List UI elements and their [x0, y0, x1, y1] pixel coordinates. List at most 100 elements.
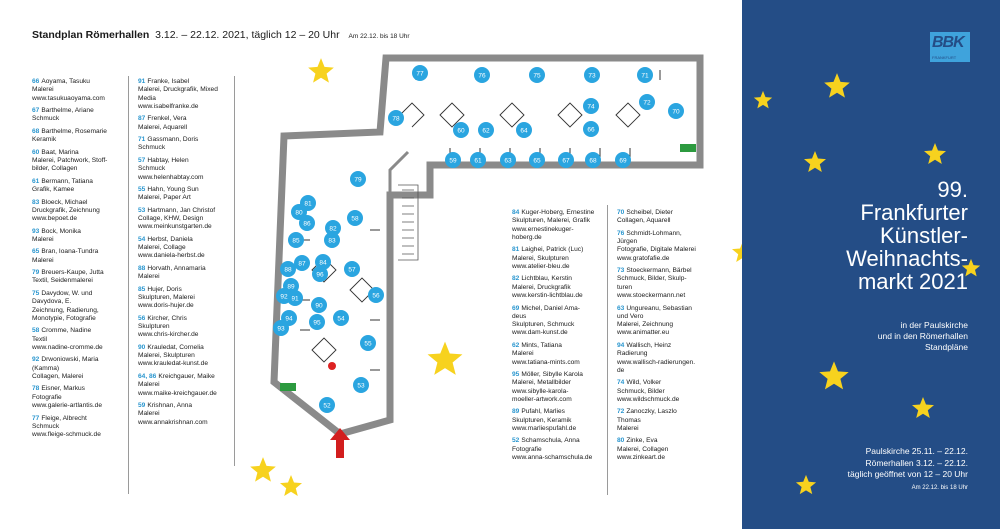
- booth-label: 58: [351, 215, 359, 222]
- booth-circle: [309, 314, 325, 330]
- booth-number: 73: [617, 267, 625, 275]
- booth-label: 79: [354, 176, 362, 183]
- exhibitor-detail: www.annakrishnan.com: [138, 418, 208, 426]
- exhibitor-detail: Malerei, Zeichnung: [617, 321, 674, 329]
- exhibitor-name: Michel, Daniel Ama-: [521, 304, 580, 312]
- booth-80: 80: [291, 204, 307, 220]
- booth-number: 63: [617, 304, 625, 312]
- booth-circle: [324, 232, 340, 248]
- booth-number: 53: [138, 206, 146, 214]
- booth-circle: [291, 204, 307, 220]
- exhibitor-detail: de: [617, 366, 625, 374]
- star-icon: [308, 58, 334, 83]
- exhibitor-name: Krauledat, Cornelia: [147, 343, 204, 351]
- exhibitor-name: Barthelme, Ariane: [41, 107, 94, 115]
- booth-73: 73: [584, 67, 600, 83]
- booth-circle: [299, 215, 315, 231]
- exhibitor-detail: Textil: [32, 335, 48, 343]
- booth-circle: [478, 122, 494, 138]
- exhibitor-name: Zanoczky, Laszlo: [626, 408, 677, 416]
- exhibitor-detail: deus: [512, 312, 527, 320]
- booth-number: 77: [32, 414, 40, 422]
- booth-number: 80: [617, 437, 625, 445]
- booth-label: 57: [348, 266, 356, 273]
- booth-83: 83: [324, 232, 340, 248]
- exhibitor-name: Schmidt-Lohmann,: [626, 229, 682, 237]
- booth-label: 94: [285, 315, 293, 322]
- booth-number: 71: [138, 136, 146, 144]
- booth-number: 85: [138, 285, 146, 293]
- booth-label: 83: [328, 237, 336, 244]
- booth-circle: [637, 67, 653, 83]
- exhibitor-name: Kircher, Chris: [147, 314, 187, 322]
- booth-92: 92: [276, 288, 292, 304]
- exhibitor-name: Hahn, Young Sun: [147, 186, 199, 194]
- booth-label: 67: [562, 157, 570, 164]
- booth-72: 72: [639, 94, 655, 110]
- exhibitor-name: Gassmann, Doris: [147, 136, 199, 144]
- booth-label: 71: [641, 72, 649, 79]
- booth-label: 72: [643, 99, 651, 106]
- exhibitor-name: Barthelme, Rosemarie: [41, 127, 107, 135]
- exhibitor-detail: www.gratofafie.de: [617, 254, 670, 262]
- star-icon: [753, 90, 773, 109]
- booth-number: 91: [138, 78, 146, 85]
- exhibitor-detail: www.dam-kunst.de: [512, 329, 568, 337]
- booth-number: 72: [617, 408, 625, 416]
- booth-label: 73: [588, 72, 596, 79]
- exhibitor-name: Bloeck, Michael: [41, 198, 88, 206]
- booth-label: 64: [520, 127, 528, 134]
- exhibitor-detail: www.isabelfranke.de: [138, 102, 199, 110]
- booth-label: 95: [313, 319, 321, 326]
- booth-circle: [583, 121, 599, 137]
- exhibitor-name: Hujer, Doris: [147, 285, 182, 293]
- display-stands: [311, 102, 641, 363]
- exhibitor-detail: Schmuck: [138, 144, 166, 152]
- exhibitor-name: Bock, Monika: [41, 227, 81, 235]
- booth-62: 62: [478, 122, 494, 138]
- booth-86: 86: [299, 215, 315, 231]
- booth-78: 78: [388, 110, 404, 126]
- exhibitor-detail: Malerei: [32, 86, 54, 94]
- exhibitor-detail: Malerei, Skulpturen: [512, 254, 569, 262]
- booth-93: 93: [273, 320, 289, 336]
- booth-circle: [276, 288, 292, 304]
- exhibitor-name: Frenkel, Vera: [147, 115, 187, 123]
- booth-77: 77: [412, 65, 428, 81]
- exhibitor-detail: www.daniela-herbst.de: [138, 252, 205, 260]
- exhibitor-detail: Malerei: [138, 381, 160, 389]
- exhibitor-name: Laighei, Patrick (Luc): [521, 246, 584, 254]
- booth-circle: [615, 152, 631, 168]
- exhibitor-detail: Malerei, Skulpturen: [138, 352, 195, 360]
- booth-label: 87: [298, 260, 306, 267]
- exhibitor-detail: Radierung: [617, 350, 648, 358]
- booth-circle: [500, 152, 516, 168]
- booth-number: 92: [32, 356, 40, 364]
- floor-plan-panel: Standplan Römerhallen 3.12. – 22.12. 202…: [32, 29, 754, 496]
- star-icon: [250, 457, 276, 482]
- exhibitor-detail: und Vero: [617, 312, 644, 320]
- booth-circle: [529, 152, 545, 168]
- exhibitor-name: Kreichgauer, Maike: [158, 372, 215, 380]
- booth-label: 55: [364, 340, 372, 347]
- booth-circle: [280, 261, 296, 277]
- booth-circle: [584, 67, 600, 83]
- exhibitor-detail: Skulpturen, Malerei, Grafik: [512, 217, 591, 225]
- booth-label: 74: [587, 103, 595, 110]
- booth-label: 62: [482, 127, 490, 134]
- exhibitor-detail: www.marliespufahl.de: [512, 424, 577, 432]
- exhibitor-detail: www.wallisch-radierungen.: [617, 358, 696, 366]
- booth-circle: [325, 220, 341, 236]
- title-note: Am 22.12. bis 18 Uhr: [348, 33, 410, 40]
- booth-circle: [294, 255, 310, 271]
